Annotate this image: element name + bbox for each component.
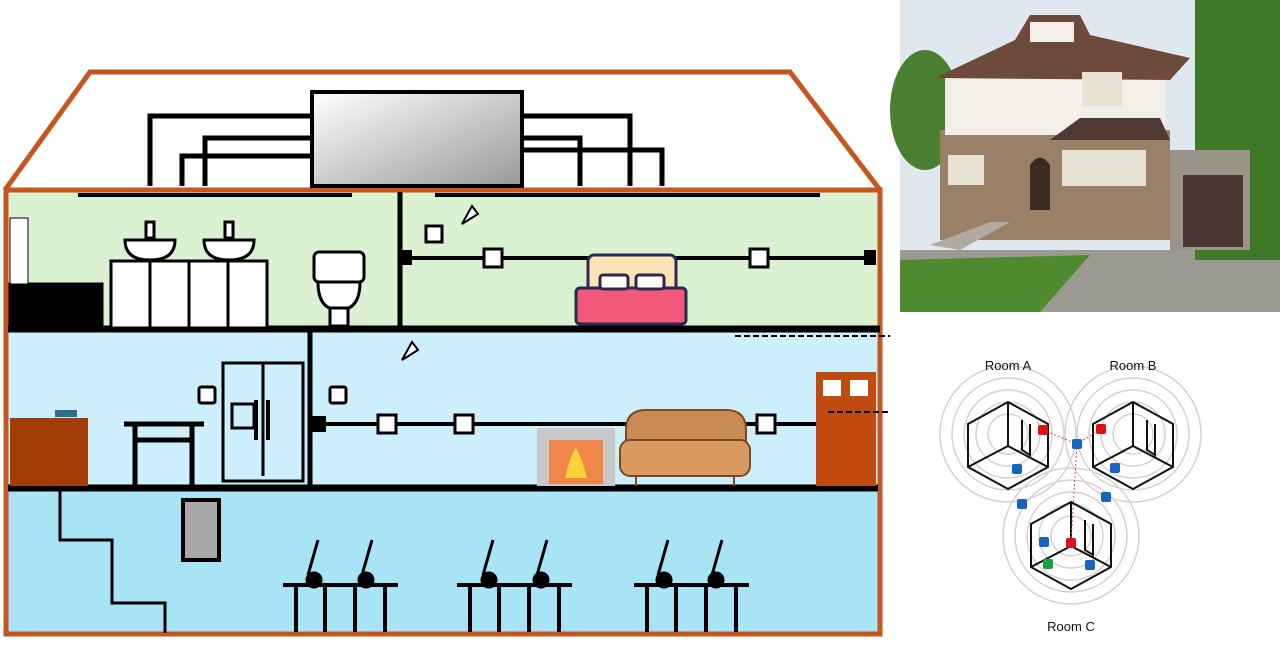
blue-node	[1085, 560, 1095, 570]
red-node	[1096, 424, 1106, 434]
table-icon	[124, 421, 204, 486]
sensor-icon	[197, 385, 217, 405]
hvac-unit	[147, 90, 665, 188]
bed-icon	[574, 253, 688, 326]
wifi-router-icon	[461, 204, 480, 225]
kitchen	[10, 361, 348, 486]
sofa-icon	[619, 409, 751, 486]
blue-node	[1012, 464, 1022, 474]
sensor-icon	[453, 413, 475, 435]
blue-node	[1101, 492, 1111, 502]
blue-node	[1110, 463, 1120, 473]
blue-node	[1039, 537, 1049, 547]
blue-node	[1017, 499, 1027, 509]
house-frame	[3, 187, 883, 637]
stairs	[58, 488, 167, 633]
bedroom	[398, 204, 876, 326]
sensor-icon	[755, 413, 777, 435]
desk-icon	[283, 583, 749, 632]
floors	[8, 192, 880, 492]
basement	[8, 488, 878, 633]
laptop-icon	[305, 539, 725, 589]
counter	[10, 418, 88, 486]
front-door	[816, 372, 890, 486]
fireplace-icon	[537, 428, 615, 486]
room-signal-diagram: Room A Room B Room C	[939, 358, 1202, 634]
wifi-router-icon	[401, 340, 420, 361]
room-c-label: Room C	[1047, 619, 1095, 634]
nodes	[1012, 424, 1120, 570]
bathtub	[8, 282, 104, 331]
green-node	[1043, 559, 1053, 569]
water-heater	[181, 498, 221, 562]
blue-node	[1072, 439, 1082, 449]
red-node	[1038, 425, 1048, 435]
house-cross-section	[2, 69, 890, 637]
sensor-icon	[376, 413, 398, 435]
signal-rings	[939, 365, 1202, 605]
room-a-label: Room A	[985, 358, 1032, 373]
sensor-icon	[424, 224, 444, 244]
house-photo	[890, 0, 1280, 312]
sensor-icon	[328, 385, 348, 405]
fridge-icon	[221, 361, 305, 483]
sink-cabinet	[109, 220, 269, 330]
roof	[2, 69, 882, 192]
living-room	[310, 335, 890, 486]
room-b-label: Room B	[1110, 358, 1157, 373]
shower	[9, 217, 29, 285]
basement-office	[58, 488, 749, 633]
sensor-icon	[748, 247, 770, 269]
red-node	[1066, 538, 1076, 548]
sensor-icon	[482, 247, 504, 269]
toilet-icon	[312, 250, 366, 328]
bathroom	[8, 217, 366, 331]
room-cubes	[967, 400, 1174, 591]
